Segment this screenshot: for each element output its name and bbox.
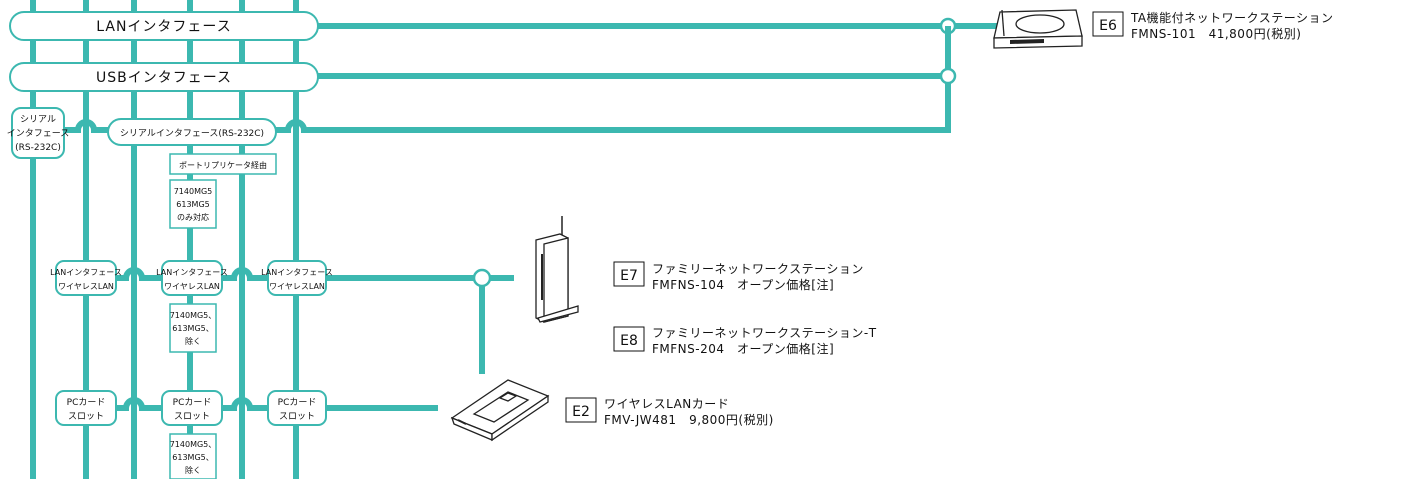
serial-left-line1: シリアル [20,115,56,125]
product-e7: E7 ファミリーネットワークステーション FMFNS-104 オープン価格[注] [613,261,864,292]
lan-wireless-3-line2: ワイヤレスLAN [269,282,325,291]
lan-wireless-box-1: LANインタフェース ワイヤレスLAN [50,260,122,296]
lan-interface-label: LANインタフェース [96,19,231,35]
pccard-3-line2: スロット [279,412,315,422]
product-e8-model: FMFNS-204 オープン価格[注] [652,341,834,356]
lan-wireless-1-line2: ワイヤレスLAN [58,282,114,291]
product-e7-model: FMFNS-104 オープン価格[注] [652,277,834,292]
serial-note-line2: 613MG5 [176,200,209,209]
serial-note-box: 7140MG5 613MG5 のみ対応 [169,179,217,229]
serial-mid-pill: シリアルインタフェース(RS-232C) [107,118,277,146]
serial-left-line2: インタフェース [7,128,70,139]
port-replicator-box: ポートリプリケータ経由 [169,153,277,175]
serial-left-box: シリアル インタフェース (RS-232C) [7,107,70,159]
usb-interface-label: USBインタフェース [96,70,232,86]
product-e8: E8 ファミリーネットワークステーション-T FMFNS-204 オープン価格[… [613,326,877,356]
lan-wireless-box-3: LANインタフェース ワイヤレスLAN [261,260,333,296]
wireless-junction-node [472,268,492,288]
serial-note-line1: 7140MG5 [174,187,213,196]
product-e8-tag: E8 [620,333,638,349]
serial-bus [33,119,951,133]
product-e2-tag: E2 [572,404,590,420]
pccard-3-line1: PCカード [278,397,317,408]
pccard-box-3: PCカード スロット [267,390,327,426]
pccard-box-1: PCカード スロット [55,390,117,426]
product-e6-tag: E6 [1099,18,1117,34]
lan-note-line2: 613MG5、 [172,324,213,333]
usb-interface-pill: USBインタフェース [9,62,319,92]
lan-wireless-2-line1: LANインタフェース [156,268,228,277]
pccard-2-line1: PCカード [173,397,212,408]
serial-left-line3: (RS-232C) [15,143,61,153]
pccard-box-2: PCカード スロット [161,390,223,426]
pccard-bus [116,397,438,411]
pccard-1-line2: スロット [68,412,104,422]
serial-note-line3: のみ対応 [177,212,209,222]
product-e7-tag: E7 [620,268,638,284]
pccard-2-line2: スロット [174,412,210,422]
product-e6-name: TA機能付ネットワークステーション [1130,10,1334,25]
lan-wireless-box-2: LANインタフェース ワイヤレスLAN [156,260,228,296]
lan-note-line3: 除く [185,336,201,346]
product-e6-model: FMNS-101 41,800円(税別) [1131,27,1301,41]
lan-bus [318,17,1002,35]
serial-mid-label: シリアルインタフェース(RS-232C) [120,128,264,139]
product-e2-model: FMV-JW481 9,800円(税別) [604,413,774,427]
access-point-icon [535,216,579,323]
pccard-note-line3: 除く [185,465,201,475]
port-replicator-label: ポートリプリケータ経由 [179,160,267,170]
product-e8-name: ファミリーネットワークステーション-T [652,326,877,340]
wireless-lan-card-icon [450,379,550,442]
product-e6: E6 TA機能付ネットワークステーション FMNS-101 41,800円(税別… [1092,10,1334,41]
pccard-note-box: 7140MG5、 613MG5、 除く [169,433,217,480]
product-e2-name: ワイヤレスLANカード [604,397,729,411]
pccard-1-line1: PCカード [67,397,106,408]
lan-wireless-3-line1: LANインタフェース [261,268,333,277]
lan-note-box: 7140MG5、 613MG5、 除く [169,303,217,353]
pccard-note-line1: 7140MG5、 [170,440,217,449]
product-e7-name: ファミリーネットワークステーション [652,262,864,276]
usb-junction-node [939,67,957,85]
lan-wireless-1-line1: LANインタフェース [50,268,122,277]
router-station-icon [993,9,1083,49]
lan-interface-pill: LANインタフェース [9,11,319,41]
lan-wireless-2-line2: ワイヤレスLAN [164,282,220,291]
usb-bus [318,26,957,130]
product-e2: E2 ワイヤレスLANカード FMV-JW481 9,800円(税別) [565,397,774,427]
wireless-bus [116,267,514,374]
pccard-note-line2: 613MG5、 [172,453,213,462]
lan-note-line1: 7140MG5、 [170,311,217,320]
